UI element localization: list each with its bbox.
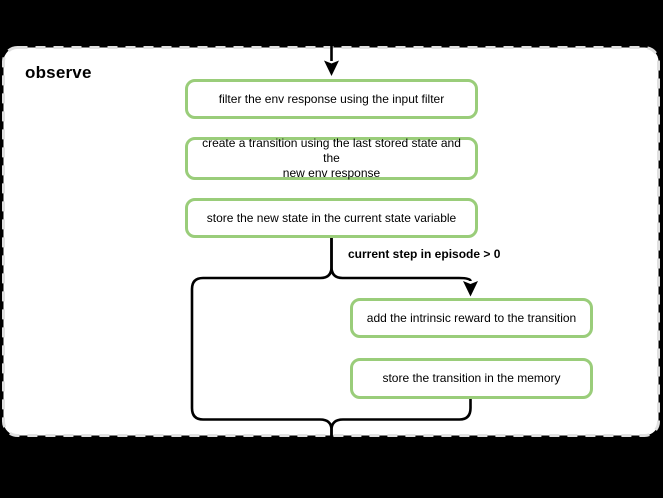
node-store-transition-memory: store the transition in the memory	[350, 358, 593, 399]
entry-arrowhead-icon	[324, 60, 339, 76]
node-add-intrinsic-reward: add the intrinsic reward to the transiti…	[350, 298, 593, 338]
node-filter-env-response: filter the env response using the input …	[185, 79, 478, 119]
node-store-new-state: store the new state in the current state…	[185, 198, 478, 238]
edge-merge-from-memory	[330, 399, 472, 459]
condition-arrowhead-icon	[463, 281, 478, 297]
node-create-transition: create a transition using the last store…	[185, 136, 478, 180]
edge-bypass	[190, 238, 333, 459]
diagram-title: observe	[25, 63, 92, 82]
condition-label: current step in episode > 0	[348, 247, 501, 261]
